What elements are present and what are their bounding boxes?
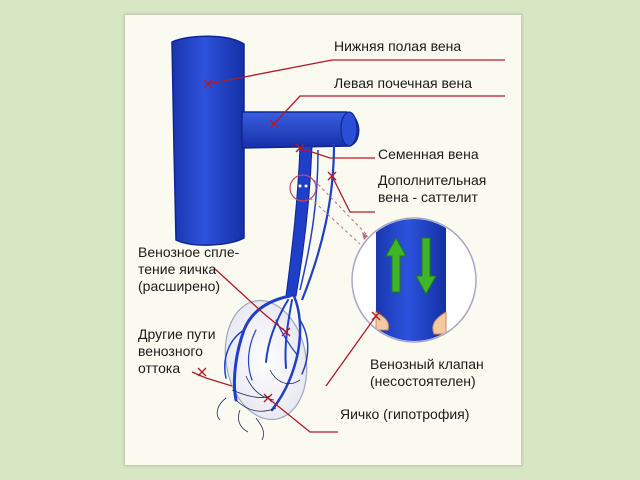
label-inferior-vena-cava: Нижняя полая вена [334,38,462,54]
flow-arrow-up [385,236,407,293]
label-venous-valve-line1: Венозный клапан [370,356,484,372]
label-venous-plexus-line2: тение яичка [138,261,217,277]
pointer-markers [197,79,381,403]
label-venous-plexus-line3: (расширено) [138,278,221,294]
label-seminal-vein: Семенная вена [378,146,479,162]
valve-inset [351,217,477,343]
label-other-outflow-line3: оттока [138,360,181,376]
zoom-indicator [289,174,369,245]
flow-arrow-down [415,237,437,296]
label-satellite-vein-line2: вена - саттелит [378,189,478,205]
inferior-vena-cava [171,35,245,246]
label-other-outflow-line1: Другие пути [138,326,216,342]
label-left-renal-vein: Левая почечная вена [334,75,473,91]
satellite-vein [299,143,336,301]
label-venous-plexus: Венозное спле- тение яичка (расширено) [138,244,239,295]
label-venous-plexus-line1: Венозное спле- [138,244,240,260]
label-other-outflow-line2: венозного [138,343,203,359]
label-satellite-vein-line1: Дополнительная [378,172,487,188]
label-satellite-vein: Дополнительная вена - саттелит [378,172,486,206]
pointer-lines [191,59,505,433]
left-renal-vein [241,111,360,149]
label-testis: Яичко (гипотрофия) [340,406,470,422]
label-venous-valve-line2: (несостоятелен) [370,373,476,389]
label-other-outflow: Другие пути венозного оттока [138,326,216,377]
seminal-vein [285,145,313,297]
label-venous-valve: Венозный клапан (несостоятелен) [370,356,484,390]
